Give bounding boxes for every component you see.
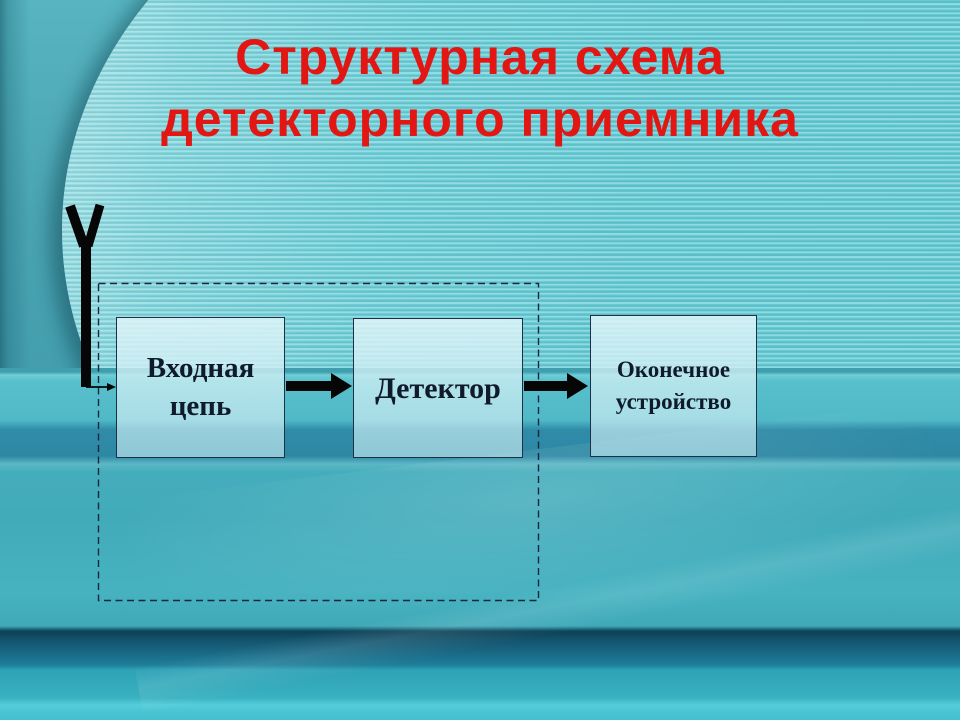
slide-title: Структурная схема детекторного приемника: [0, 26, 960, 150]
block-detector: Детектор: [353, 318, 523, 458]
title-line-1: Структурная схема: [235, 29, 725, 85]
block-label-line: устройство: [615, 389, 732, 414]
block-input-circuit: Входная цепь: [116, 317, 285, 458]
block-label-line: цепь: [169, 389, 232, 422]
block-label-line: Входная: [146, 351, 255, 384]
title-line-2: детекторного приемника: [161, 91, 799, 147]
block-label-line: Детектор: [375, 371, 501, 405]
block-label-line: Оконечное: [616, 356, 731, 382]
block-output-device: Оконечное устройство: [590, 315, 757, 457]
